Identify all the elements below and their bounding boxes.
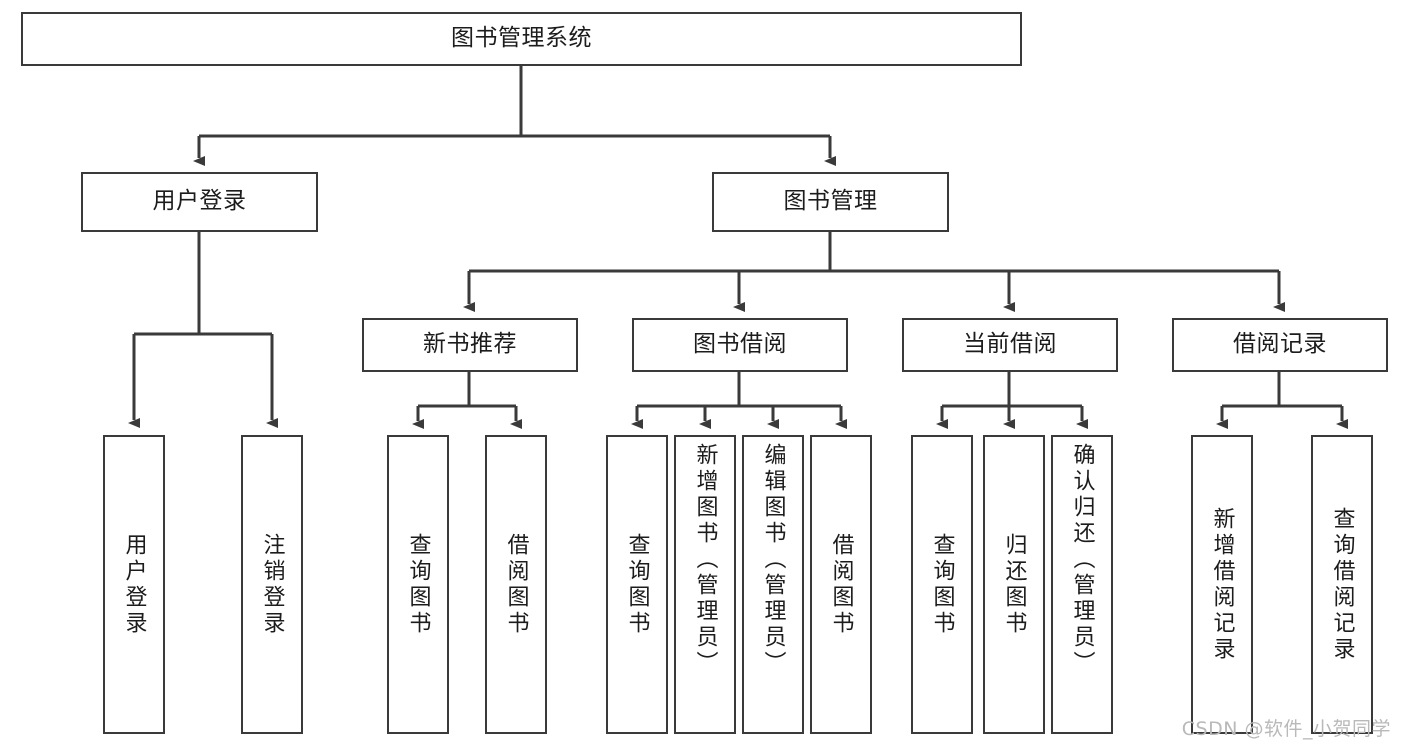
node-user-login[interactable]: 用户登录 — [81, 172, 318, 232]
node-leaf-add-borrow-record-label: 新增借阅记录 — [1209, 506, 1235, 663]
node-leaf-logout[interactable]: 注销登录 — [241, 435, 303, 734]
node-borrow-record[interactable]: 借阅记录 — [1172, 318, 1388, 372]
node-leaf-edit-book-admin[interactable]: 编辑图书（管理员） — [742, 435, 804, 734]
connector-root-to-level2 — [193, 66, 836, 166]
node-new-book-recommend[interactable]: 新书推荐 — [362, 318, 578, 372]
node-book-manage[interactable]: 图书管理 — [712, 172, 949, 232]
node-leaf-query-book-rec[interactable]: 查询图书 — [387, 435, 449, 734]
node-leaf-query-book-cur[interactable]: 查询图书 — [911, 435, 973, 734]
connector-borrow-record-to-leaves — [1216, 372, 1348, 429]
node-current-borrow-label: 当前借阅 — [963, 331, 1057, 358]
node-leaf-query-borrow-record[interactable]: 查询借阅记录 — [1311, 435, 1373, 734]
node-leaf-add-book-admin[interactable]: 新增图书（管理员） — [674, 435, 736, 734]
node-leaf-confirm-return-admin-label: 确认归还（管理员） — [1069, 443, 1095, 677]
node-leaf-edit-book-admin-label: 编辑图书（管理员） — [760, 443, 786, 677]
node-leaf-borrow-book-rec-label: 借阅图书 — [503, 532, 529, 637]
node-leaf-query-book-cur-label: 查询图书 — [929, 532, 955, 637]
node-leaf-borrow-book-rec[interactable]: 借阅图书 — [485, 435, 547, 734]
node-leaf-borrow-book-label: 借阅图书 — [828, 532, 854, 637]
connector-book-borrow-to-leaves — [631, 372, 847, 429]
node-leaf-confirm-return-admin[interactable]: 确认归还（管理员） — [1051, 435, 1113, 734]
connector-current-borrow-to-leaves — [936, 372, 1088, 429]
node-leaf-query-book-borrow-label: 查询图书 — [624, 532, 650, 637]
node-leaf-add-book-admin-label: 新增图书（管理员） — [692, 443, 718, 677]
node-leaf-query-book-borrow[interactable]: 查询图书 — [606, 435, 668, 734]
node-leaf-query-borrow-record-label: 查询借阅记录 — [1329, 506, 1355, 663]
node-user-login-label: 用户登录 — [152, 188, 247, 215]
node-leaf-user-login[interactable]: 用户登录 — [103, 435, 165, 734]
node-leaf-user-login-label: 用户登录 — [121, 532, 147, 637]
node-new-book-recommend-label: 新书推荐 — [423, 331, 517, 358]
node-root-label: 图书管理系统 — [451, 25, 592, 52]
connector-user-login-to-leaves — [128, 232, 278, 428]
connector-new-book-recommend-to-leaves — [412, 372, 522, 429]
node-leaf-return-book-label: 归还图书 — [1001, 532, 1027, 637]
node-leaf-add-borrow-record[interactable]: 新增借阅记录 — [1191, 435, 1253, 734]
node-book-manage-label: 图书管理 — [783, 188, 878, 215]
csdn-watermark: CSDN @软件_小贺同学 — [1181, 718, 1391, 740]
node-leaf-borrow-book[interactable]: 借阅图书 — [810, 435, 872, 734]
node-current-borrow[interactable]: 当前借阅 — [902, 318, 1118, 372]
node-leaf-logout-label: 注销登录 — [259, 532, 285, 637]
node-book-borrow[interactable]: 图书借阅 — [632, 318, 848, 372]
node-leaf-return-book[interactable]: 归还图书 — [983, 435, 1045, 734]
connector-book-manage-to-level3 — [463, 232, 1285, 312]
node-book-borrow-label: 图书借阅 — [693, 331, 787, 358]
node-borrow-record-label: 借阅记录 — [1233, 331, 1327, 358]
node-root[interactable]: 图书管理系统 — [21, 12, 1022, 66]
node-leaf-query-book-rec-label: 查询图书 — [405, 532, 431, 637]
